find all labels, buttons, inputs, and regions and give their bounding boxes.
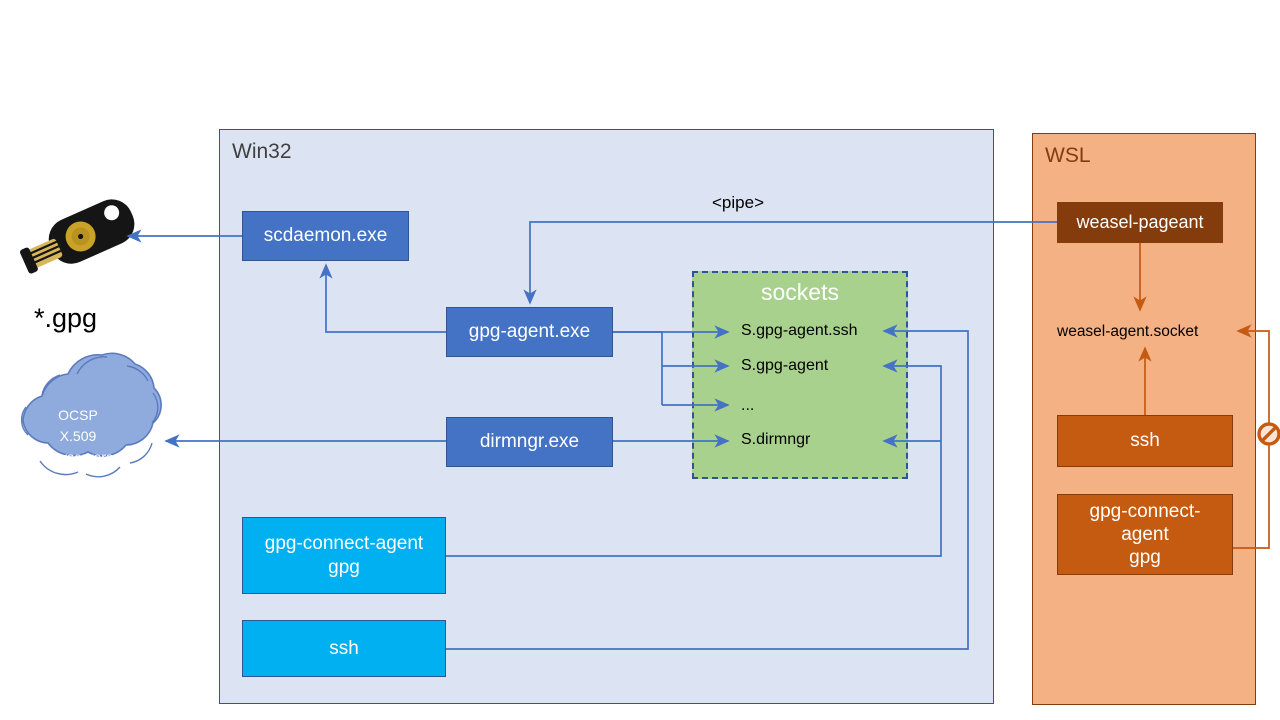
weasel-agent-socket-label: weasel-agent.socket: [1057, 323, 1199, 340]
socket-item-s-gpg-agent-ssh: S.gpg-agent.ssh: [741, 322, 858, 339]
gpg-files-label: *.gpg: [34, 303, 98, 333]
sockets-title: sockets: [761, 279, 839, 305]
process-box-gpg-agent[interactable]: gpg-agent.exe: [446, 307, 613, 357]
process-box-weasel-pageant[interactable]: weasel-pageant: [1057, 202, 1223, 243]
process-box-dirmngr[interactable]: dirmngr.exe: [446, 417, 613, 467]
process-box-ssh-win32[interactable]: ssh: [242, 620, 446, 677]
cloud-line-ocsp: OCSP: [58, 407, 98, 423]
socket-item-s-gpg-agent: S.gpg-agent: [741, 357, 829, 374]
pipe-connection-label: <pipe>: [712, 193, 764, 212]
wsl-label: WSL: [1045, 144, 1091, 167]
socket-item-ellipsis: ...: [741, 397, 755, 414]
cloud-line-x509: X.509: [59, 428, 97, 444]
cloud-line-keyservers: Keyservers: [42, 449, 114, 465]
usb-security-key-icon: [20, 199, 135, 274]
socket-item-s-dirmngr: S.dirmngr: [741, 431, 811, 448]
process-box-ssh-wsl[interactable]: ssh: [1057, 415, 1233, 467]
no-entry-icon: [1257, 422, 1280, 446]
cloud-label: OCSP X.509 Keyservers: [8, 405, 148, 468]
win32-label: Win32: [232, 140, 292, 163]
process-box-scdaemon[interactable]: scdaemon.exe: [242, 211, 409, 261]
